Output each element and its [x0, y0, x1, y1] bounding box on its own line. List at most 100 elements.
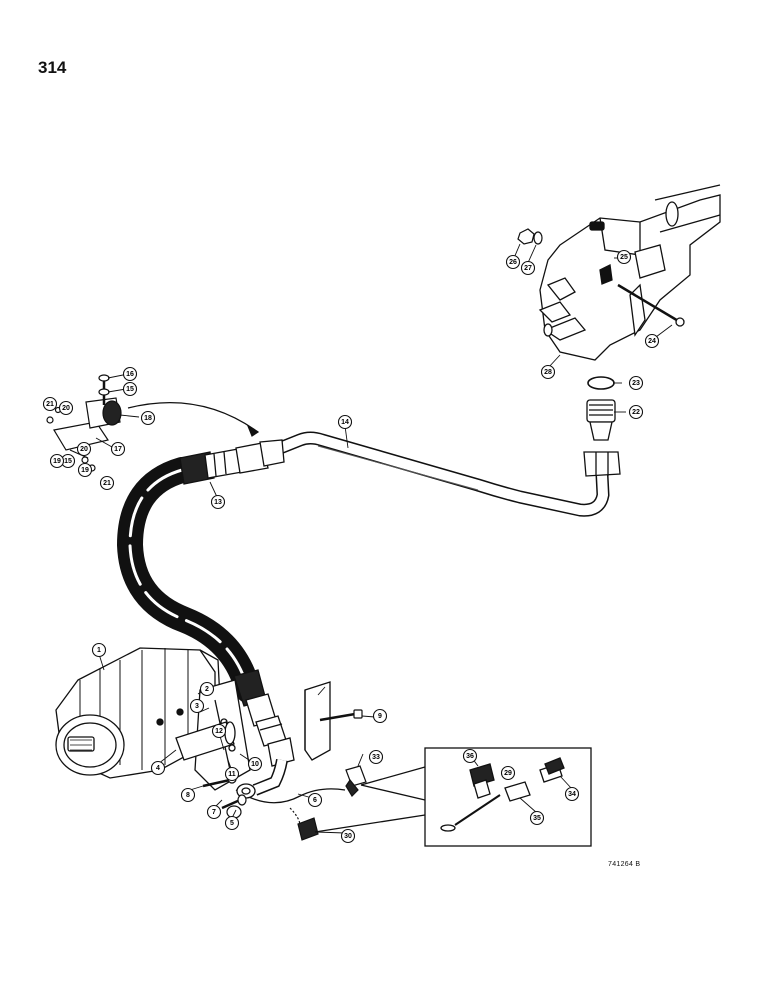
callout-30: 30: [340, 828, 356, 844]
callout-15: 15: [60, 453, 76, 469]
callout-number: 35: [533, 815, 541, 822]
callout-circle: [340, 828, 356, 844]
callout-circle: [199, 681, 215, 697]
callout-circle: [42, 396, 58, 412]
callout-circle: [210, 494, 226, 510]
callout-number: 21: [46, 401, 54, 408]
callout-number: 7: [212, 809, 216, 816]
callout-circle: [372, 708, 388, 724]
callout-circle: [122, 381, 138, 397]
callout-circle: [110, 441, 126, 457]
callout-circle: [628, 375, 644, 391]
callout-circle: [368, 749, 384, 765]
callout-11: 11: [224, 766, 240, 782]
callout-9: 9: [372, 708, 388, 724]
callout-number: 20: [62, 405, 70, 412]
callout-33: 33: [368, 749, 384, 765]
tube-nut: [583, 451, 621, 477]
callout-number: 15: [126, 386, 134, 393]
hose-end-upper: [179, 439, 285, 485]
callout-13: 13: [210, 494, 226, 510]
callout-35: 35: [529, 810, 545, 826]
callout-circle: [49, 453, 65, 469]
callout-number: 10: [251, 761, 259, 768]
callout-22: 22: [628, 404, 644, 420]
callout-circle: [644, 333, 660, 349]
callout-24: 24: [644, 333, 660, 349]
callout-circle: [616, 249, 632, 265]
callout-25: 25: [616, 249, 632, 265]
callout-number: 12: [215, 728, 223, 735]
callout-number: 19: [81, 467, 89, 474]
callout-number: 28: [544, 369, 552, 376]
callout-circle: [77, 462, 93, 478]
callout-number: 8: [186, 792, 190, 799]
callout-7: 7: [206, 804, 222, 820]
callout-8: 8: [180, 787, 196, 803]
callout-number: 19: [53, 458, 61, 465]
callout-circle: [58, 400, 74, 416]
bolt: [319, 709, 363, 722]
callout-21: 21: [99, 475, 115, 491]
callout-4: 4: [150, 760, 166, 776]
assembly-arrow: [127, 402, 260, 437]
callout-3: 3: [189, 698, 205, 714]
callout-circle: [91, 642, 107, 658]
callout-number: 21: [103, 480, 111, 487]
callout-circle: [247, 756, 263, 772]
callout-number: 18: [144, 415, 152, 422]
callout-26: 26: [505, 254, 521, 270]
callout-circle: [224, 815, 240, 831]
callout-number: 22: [632, 409, 640, 416]
callout-circle: [462, 748, 478, 764]
hose-end-lower: [233, 669, 295, 767]
callout-number: 1: [97, 647, 101, 654]
callout-36: 36: [462, 748, 478, 764]
pump-outlet-tube: [252, 758, 288, 796]
callout-number: 3: [195, 703, 199, 710]
callout-circle: [206, 804, 222, 820]
callout-14: 14: [337, 414, 353, 430]
callout-number: 36: [466, 753, 474, 760]
callout-29: 29: [500, 765, 516, 781]
callout-number: 4: [156, 765, 160, 772]
support-bracket: [304, 681, 331, 761]
drawing-number: 741264 B: [608, 861, 641, 868]
callout-number: 26: [509, 259, 517, 266]
callout-number: 27: [524, 265, 532, 272]
callout-28: 28: [540, 364, 556, 380]
callout-circle: [150, 760, 166, 776]
detail-inset: [314, 747, 592, 847]
callout-circle: [520, 260, 536, 276]
callout-6: 6: [307, 792, 323, 808]
callout-27: 27: [520, 260, 536, 276]
nut-and-washer: [517, 228, 543, 245]
callout-5: 5: [224, 815, 240, 831]
flange-gasket: [235, 783, 346, 804]
callout-circle: [122, 366, 138, 382]
callout-circle: [529, 810, 545, 826]
callout-number: 20: [80, 446, 88, 453]
elbow-fitting: [345, 765, 367, 797]
callout-number: 30: [344, 833, 352, 840]
hydraulic-tube: [277, 431, 610, 517]
callout-circle: [180, 787, 196, 803]
callout-12: 12: [211, 723, 227, 739]
callout-17: 17: [110, 441, 126, 457]
callout-group: 1234567891011121314151617181920212223242…: [42, 249, 660, 844]
callout-34: 34: [564, 786, 580, 802]
hose-clamp-bracket: [46, 374, 122, 472]
callout-number: 23: [632, 380, 640, 387]
callout-21: 21: [42, 396, 58, 412]
callout-circle: [540, 364, 556, 380]
callout-number: 11: [228, 771, 236, 778]
callout-circle: [307, 792, 323, 808]
callout-2: 2: [199, 681, 215, 697]
callout-circle: [211, 723, 227, 739]
callout-number: 29: [504, 770, 512, 777]
callout-number: 13: [214, 499, 222, 506]
callout-number: 9: [378, 713, 382, 720]
callout-circle: [140, 410, 156, 426]
callout-18: 18: [140, 410, 156, 426]
